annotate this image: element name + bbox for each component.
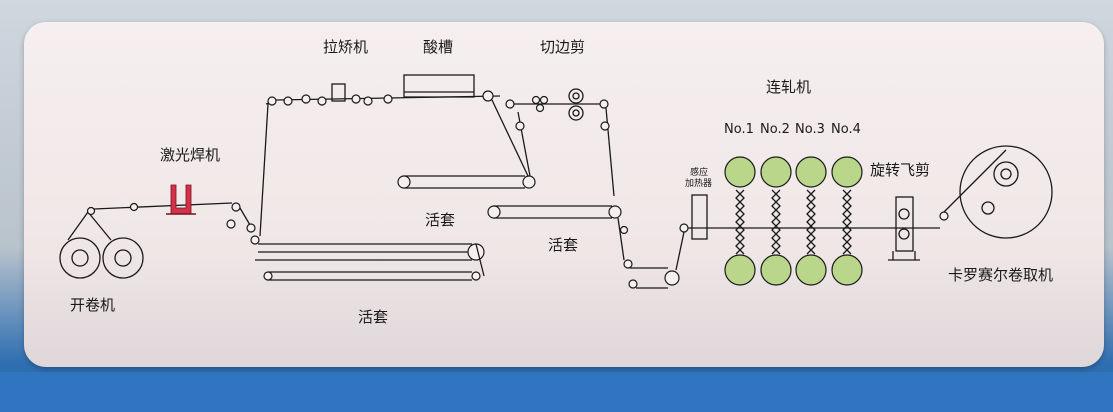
label-stand-1: No.1 [724, 122, 754, 137]
heater-box [691, 194, 708, 240]
stand-2-backup-top [760, 156, 792, 188]
stand-3 [795, 156, 827, 286]
leveler-box [331, 83, 346, 102]
shear-frame [895, 196, 914, 252]
board-background-ghost [24, 257, 1104, 367]
entry-bridle [226, 207, 260, 245]
label-stand-4: No.4 [831, 122, 861, 137]
label-rotary-flying-shear: 旋转飞剪 [870, 161, 930, 179]
label-looper-2: 活套 [425, 211, 455, 229]
looper-2 [397, 99, 536, 189]
stand-1-backup-top [724, 156, 756, 188]
rotary-flying-shear [888, 196, 920, 261]
looper-1 [255, 243, 485, 281]
stand-2 [760, 156, 792, 286]
stand-2-backup-bottom [760, 254, 792, 286]
stand-3-backup-top [795, 156, 827, 188]
label-heater-line2: 加热器 [685, 177, 712, 189]
induction-heater [691, 194, 708, 240]
uncoiler-coil-2 [102, 237, 144, 279]
coiler-mandrel-2 [981, 201, 995, 215]
carrousel-coiler [939, 145, 1053, 239]
uncoiler-coil-1-core [71, 249, 89, 267]
label-tension-leveler: 拉矫机 [323, 38, 368, 56]
pickling-tank [383, 74, 494, 104]
label-tandem-mill: 连轧机 [766, 78, 811, 96]
stand-1 [724, 156, 756, 286]
label-heater-line1: 感应 [690, 166, 708, 178]
label-stand-2: No.2 [760, 122, 790, 137]
label-laser-welder: 激光焊机 [160, 146, 220, 164]
laser-welder [166, 184, 196, 215]
stand-4-backup-bottom [831, 254, 863, 286]
stand-3-backup-bottom [795, 254, 827, 286]
looper-3 [487, 107, 629, 261]
diagram-board [24, 22, 1104, 367]
label-edge-trimmer: 切边剪 [540, 38, 585, 56]
coiler-drum [959, 145, 1053, 239]
trimmer-roll-bottom [568, 105, 584, 121]
strip-entry [67, 202, 241, 241]
uncoiler [59, 237, 144, 279]
stand-1-backup-bottom [724, 254, 756, 286]
trimmer-roll-top [568, 88, 584, 104]
bottom-bar [0, 372, 1113, 412]
label-uncoiler: 开卷机 [70, 296, 115, 314]
mill-entry-bridle [623, 223, 689, 289]
stand-4-backup-top [831, 156, 863, 188]
tank-box [403, 74, 475, 98]
stand-4 [831, 156, 863, 286]
tandem-mill [724, 156, 863, 286]
label-looper-3: 活套 [548, 236, 578, 254]
uncoiler-coil-2-core [114, 249, 132, 267]
coiler-mandrel-1 [993, 161, 1019, 187]
label-stand-3: No.3 [795, 122, 825, 137]
vertical-riser [259, 96, 277, 237]
welder-icon [170, 184, 192, 215]
label-pickling-tank: 酸槽 [423, 38, 453, 56]
label-carrousel-coiler: 卡罗赛尔卷取机 [948, 266, 1053, 284]
edge-trimmer [505, 88, 609, 121]
label-looper-1: 活套 [358, 308, 388, 326]
uncoiler-coil-1 [59, 237, 101, 279]
